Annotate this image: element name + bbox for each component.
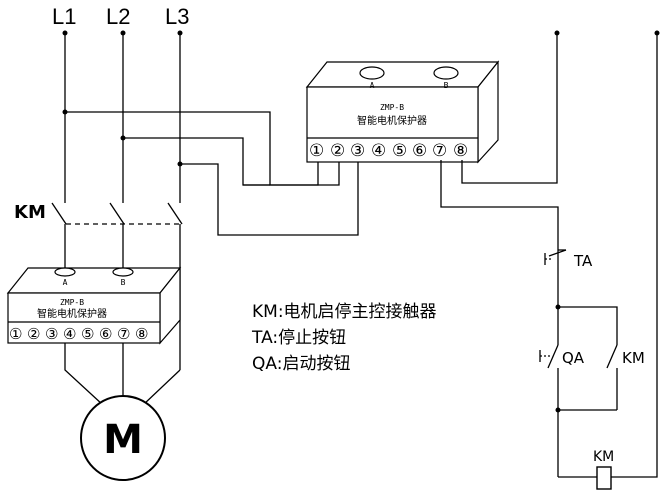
terminal-5: ⑤ — [392, 141, 407, 161]
legend-qa: QA:启动按钮 — [252, 354, 350, 374]
window-b-icon — [112, 267, 134, 277]
terminal-2: ② — [330, 141, 345, 161]
svg-text:①: ① — [9, 325, 22, 343]
tap-wires — [65, 111, 359, 236]
protector-small-window-a: A — [63, 278, 68, 287]
protector-large-name: 智能电机保护器 — [357, 114, 427, 127]
window-a-icon — [359, 66, 385, 80]
protector-large-model: ZMP-B — [380, 103, 404, 112]
control-terminal-wires — [440, 30, 560, 250]
protector-small-model: ZMP-B — [60, 298, 84, 307]
protector-large-window-a: A — [370, 81, 375, 90]
terminal-6: ⑥ — [412, 141, 427, 161]
terminal-1: ① — [309, 141, 324, 161]
protector-small-window-b: B — [121, 278, 126, 287]
motor-label: M — [103, 417, 143, 463]
phase-label-l2: L2 — [106, 4, 130, 29]
coil-label: KM — [593, 449, 614, 465]
svg-text:⑤: ⑤ — [81, 325, 94, 343]
terminal-4: ④ — [371, 141, 386, 161]
svg-text:②: ② — [27, 325, 40, 343]
terminal-3: ③ — [350, 141, 365, 161]
protector-large — [305, 60, 500, 164]
holding-contact-label: KM — [622, 349, 645, 367]
legend-km: KM:电机启停主控接触器 — [252, 302, 437, 322]
protector-small — [6, 266, 182, 345]
start-button-label: QA — [562, 349, 585, 367]
svg-text:⑦: ⑦ — [117, 325, 130, 343]
svg-text:⑧: ⑧ — [135, 325, 148, 343]
protector-large-terminals: ① ② ③ ④ ⑤ ⑥ ⑦ ⑧ — [309, 141, 468, 161]
phase-label-l1: L1 — [52, 4, 76, 29]
terminal-8: ⑧ — [453, 141, 468, 161]
protector-large-window-b: B — [444, 81, 449, 90]
phase-lines — [62, 30, 183, 203]
window-a-icon — [54, 267, 76, 277]
contactor-label: KM — [14, 202, 46, 223]
stop-button-label: TA — [573, 252, 593, 270]
svg-text:④: ④ — [63, 325, 76, 343]
motor-icon — [80, 395, 166, 481]
protector-small-terminals: ① ② ③ ④ ⑤ ⑥ ⑦ ⑧ — [9, 325, 148, 343]
legend-ta: TA:停止按钮 — [251, 328, 346, 348]
control-circuit — [539, 30, 660, 490]
motor-wires — [64, 343, 181, 406]
svg-text:⑥: ⑥ — [99, 325, 112, 343]
coil-icon — [596, 466, 612, 490]
window-b-icon — [433, 66, 459, 80]
legend: KM:电机启停主控接触器 TA:停止按钮 QA:启动按钮 — [251, 302, 437, 374]
phase-label-l3: L3 — [165, 4, 189, 29]
protector-small-name: 智能电机保护器 — [37, 307, 107, 320]
svg-text:③: ③ — [45, 325, 58, 343]
terminal-7: ⑦ — [432, 141, 447, 161]
